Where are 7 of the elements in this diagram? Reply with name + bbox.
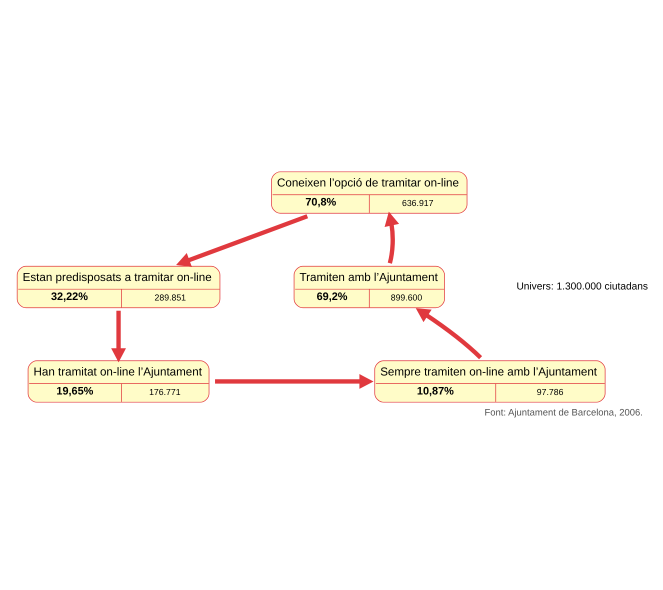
arrow <box>176 214 308 267</box>
caption: Font: Ajuntament de Barcelona, 2006. <box>484 408 643 419</box>
arrow <box>416 308 482 360</box>
arrow <box>384 212 400 264</box>
arrow <box>111 310 126 362</box>
arrow <box>215 374 374 389</box>
label: Univers: 1.300.000 ciutadans <box>516 282 648 293</box>
